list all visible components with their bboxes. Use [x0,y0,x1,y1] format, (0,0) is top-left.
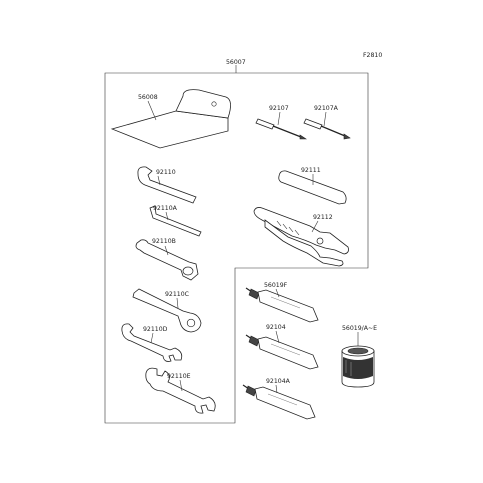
bag-leader [147,100,157,121]
kit-label: 56007 [226,59,246,66]
tool-bag [110,89,231,149]
pliers-leader [311,220,319,233]
pliers [253,207,349,267]
pliers-label: 92112 [313,214,333,221]
ring-wrench [132,288,202,333]
tube-top-label: 56019F [264,282,288,289]
hex-key-label: 92110A [153,205,178,212]
open-wrench-large-leader [179,379,183,392]
tube-bottom-label: 92104A [266,378,291,385]
tube-middle [245,334,319,370]
tool-handle [278,170,347,205]
kit-outline [104,72,369,424]
tube-middle-leader [275,330,280,344]
hook-wrench-label: 92110 [156,169,176,176]
open-wrench-large-label: 92110E [167,373,191,380]
ring-wrench-label: 92110C [165,291,189,298]
open-wrench-small [121,323,183,362]
tube-top [245,287,319,323]
screwdriver-leader [277,111,281,126]
tube-bottom [242,384,316,420]
tube-bottom-leader [275,384,278,394]
hex-key [149,205,202,237]
tool-handle-label: 92111 [301,167,321,174]
hex-key-leader [165,211,169,221]
hook-wrench-leader [157,175,161,186]
tube-top-leader [275,288,280,298]
open-wrench-large [145,367,216,414]
tube-middle-label: 92104 [266,324,286,331]
lubricant-can [341,345,375,388]
plug-wrench-label: 92110B [152,238,176,245]
hook-wrench [137,166,197,204]
open-wrench-small-label: 92110D [143,326,168,333]
screwdriver-alt [303,118,351,140]
screwdriver [255,118,307,140]
ring-wrench-leader [176,297,179,309]
screwdriver-alt-label: 92107A [314,105,339,112]
lubricant-can-label: 56019/A~E [342,325,377,332]
figure-code: F2810 [363,52,382,59]
plug-wrench-leader [164,245,169,256]
plug-wrench [135,239,199,281]
screwdriver-alt-leader [323,111,327,127]
open-wrench-small-leader [150,332,154,344]
screwdriver-label: 92107 [269,105,289,112]
bag-label: 56008 [138,94,158,101]
